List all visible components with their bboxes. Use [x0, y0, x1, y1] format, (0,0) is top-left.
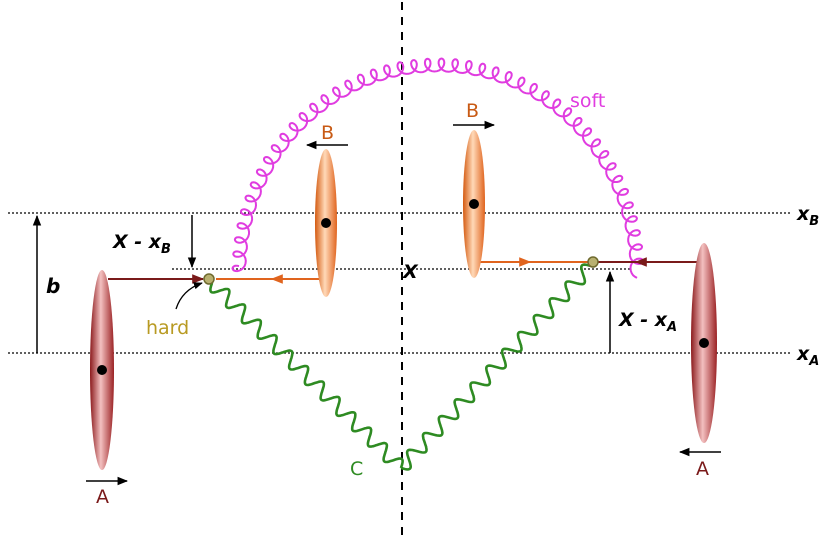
label-c: C: [350, 458, 363, 480]
hard-pointer-arrow: [175, 282, 203, 310]
label-xb-sub: B: [809, 214, 819, 229]
label-xa-main: x: [796, 343, 810, 365]
label-a-bottom-left: A: [96, 486, 109, 508]
hard-vertex-right: [587, 256, 599, 268]
label-a-bottom-right: A: [696, 458, 709, 480]
nucleus-a-left-center: [97, 365, 107, 375]
label-x-minus-xb-sub: B: [161, 242, 171, 257]
nucleus-b-right-center: [469, 199, 479, 209]
label-x-minus-xb-main: X - x: [112, 231, 162, 253]
label-x-minus-xa-sub: A: [666, 320, 677, 335]
label-center-x: X: [402, 261, 419, 283]
hard-gluon-right: [400, 263, 592, 471]
soft-gluon-spring: [231, 57, 645, 279]
label-xa: xA: [796, 343, 819, 369]
label-xb: xB: [796, 203, 819, 229]
label-b-left: B: [321, 122, 334, 144]
label-soft: soft: [570, 90, 605, 112]
label-xa-sub: A: [808, 354, 819, 369]
nucleus-b-left-center: [321, 218, 331, 228]
label-x-minus-xb: X - xB: [112, 231, 171, 257]
hard-vertex-left: [203, 273, 215, 285]
label-hard: hard: [146, 317, 189, 339]
label-impact-b: b: [46, 274, 60, 298]
hard-gluon-left: [209, 282, 404, 469]
nucleus-a-right-center: [699, 338, 709, 348]
label-xb-main: x: [796, 203, 810, 225]
label-b-right: B: [466, 100, 479, 122]
label-x-minus-xa-main: X - x: [618, 309, 668, 331]
label-x-minus-xa: X - xA: [618, 309, 677, 335]
